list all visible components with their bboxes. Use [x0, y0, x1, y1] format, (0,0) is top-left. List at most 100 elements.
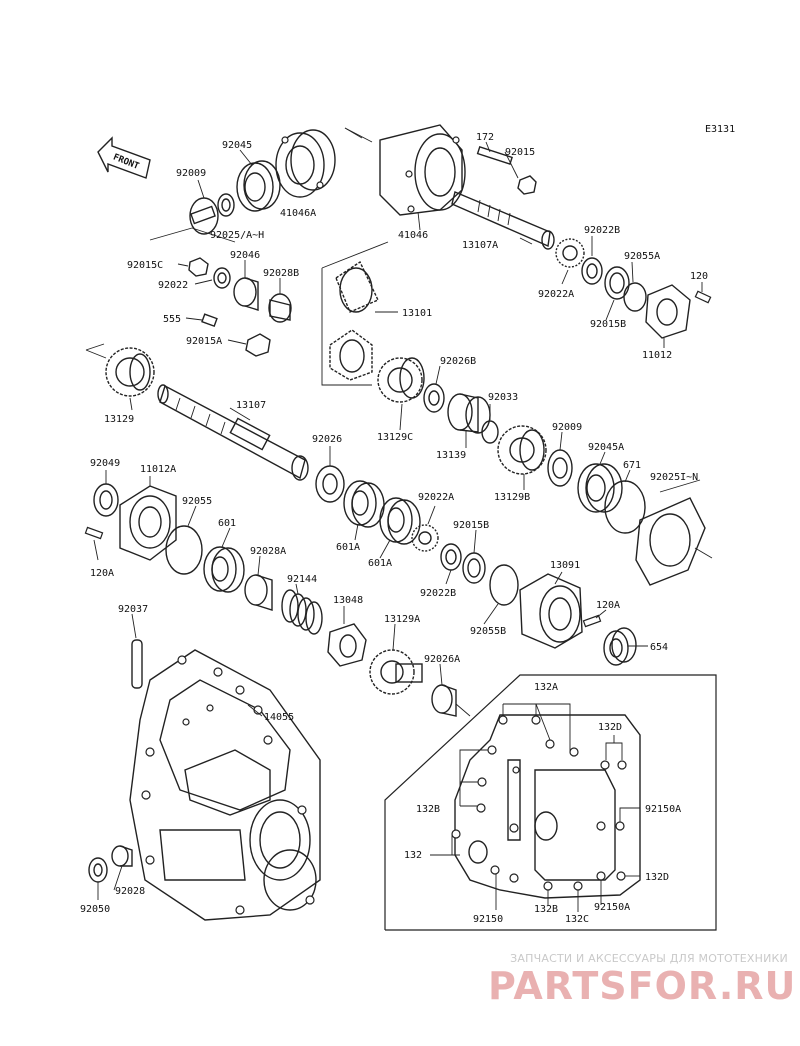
label-132a: 132A: [534, 682, 558, 693]
label-13091: 13091: [550, 560, 580, 571]
part-bearing-92045: [236, 160, 281, 212]
label-120a-left: 120A: [90, 568, 114, 579]
part-bushing-13139: [447, 393, 491, 434]
label-13129a: 13129A: [384, 614, 420, 625]
part-cover-11012a: [119, 485, 177, 561]
diagram-code: E3131: [705, 124, 735, 135]
label-92033: 92033: [488, 392, 518, 403]
part-collar-92028: [111, 845, 133, 867]
part-washer-92026b: [423, 383, 445, 413]
label-92055: 92055: [182, 496, 212, 507]
label-92022b-mid: 92022B: [420, 588, 456, 599]
part-stud-172: [476, 146, 513, 165]
inset-cover-detail: [384, 674, 717, 931]
label-41046: 41046: [398, 230, 428, 241]
label-671: 671: [623, 460, 641, 471]
part-labels: 172 92015 92045 92009 41046A 92025/A~H 4…: [80, 132, 708, 925]
part-gear-92022a-top: [555, 238, 585, 268]
label-92025i: 92025I~N: [650, 472, 698, 483]
label-92026: 92026: [312, 434, 342, 445]
label-92045: 92045: [222, 140, 252, 151]
label-601: 601: [218, 518, 236, 529]
label-555: 555: [163, 314, 181, 325]
part-oring-92055a: [623, 282, 647, 312]
label-92015a: 92015A: [186, 336, 222, 347]
label-92009-mid: 92009: [552, 422, 582, 433]
part-seal-92015b-top: [604, 266, 630, 300]
label-654: 654: [650, 642, 668, 653]
part-housing-41046: [379, 124, 466, 216]
label-92055b: 92055B: [470, 626, 506, 637]
part-cover-11012: [645, 284, 691, 339]
part-bevel-gear-13101: [329, 260, 379, 381]
label-92022a-mid: 92022A: [418, 492, 454, 503]
label-132d-top: 132D: [598, 722, 622, 733]
part-collar-92046: [233, 277, 259, 311]
label-14055: 14055: [264, 712, 294, 723]
label-92015c: 92015C: [127, 260, 163, 271]
part-bearing-601a-2: [379, 497, 421, 545]
part-gearcase-14055: [129, 649, 321, 921]
label-13107: 13107: [236, 400, 266, 411]
label-92045a: 92045A: [588, 442, 624, 453]
part-washer-92022: [213, 267, 231, 289]
part-bushing-92050: [88, 857, 108, 883]
part-nut-92015c: [188, 257, 209, 277]
part-gear-13129a: [369, 649, 423, 695]
label-92022: 92022: [158, 280, 188, 291]
part-collar-92026: [315, 465, 345, 503]
label-92150a-2: 92150A: [594, 902, 630, 913]
label-92055a: 92055A: [624, 251, 660, 262]
label-92144: 92144: [287, 574, 317, 585]
part-spring-92144: [281, 589, 323, 635]
label-92150: 92150: [473, 914, 503, 925]
part-gasket-92025i: [635, 497, 706, 586]
label-92009-top: 92009: [176, 168, 206, 179]
label-13107a: 13107A: [462, 240, 498, 251]
part-gear-92022a-mid: [411, 524, 439, 552]
part-bearing-601a-1: [343, 480, 385, 528]
part-bolt-120a-left: [84, 526, 104, 540]
part-gear-13129c: [377, 357, 425, 403]
label-601a-2: 601A: [368, 558, 392, 569]
label-13048: 13048: [333, 595, 363, 606]
label-13129: 13129: [104, 414, 134, 425]
front-arrow-icon: FRONT: [97, 136, 151, 179]
part-ring-92025: [217, 193, 235, 217]
label-13101: 13101: [402, 308, 432, 319]
part-bearing-92045a: [577, 463, 623, 513]
label-41046a: 41046A: [280, 208, 316, 219]
label-92026a: 92026A: [424, 654, 460, 665]
part-shaft-13107a: [451, 191, 555, 250]
part-nut-92015: [517, 175, 537, 195]
label-120a-right: 120A: [596, 600, 620, 611]
label-11012: 11012: [642, 350, 672, 361]
label-92022a-top: 92022A: [538, 289, 574, 300]
part-oring-92055b: [489, 564, 519, 606]
part-nut-92015a: [245, 333, 271, 357]
part-seal-92015b-mid: [462, 552, 486, 584]
label-92015b-top: 92015B: [590, 319, 626, 330]
label-13139: 13139: [436, 450, 466, 461]
part-circlip-92033: [481, 420, 499, 444]
label-92028: 92028: [115, 886, 145, 897]
leader-lines: [93, 141, 703, 900]
label-92015b-mid: 92015B: [453, 520, 489, 531]
label-92022b-top: 92022B: [584, 225, 620, 236]
label-92050: 92050: [80, 904, 110, 915]
label-120-top: 120: [690, 271, 708, 282]
part-seal-92009-mid: [547, 449, 573, 487]
watermark-subtitle: ЗАПЧАСТИ И АКСЕССУАРЫ ДЛЯ МОТОТЕХНИКИ: [510, 952, 788, 965]
label-92028b: 92028B: [263, 268, 299, 279]
part-housing-41046a: [275, 129, 336, 198]
label-92015: 92015: [505, 147, 535, 158]
part-seal-92049: [93, 483, 119, 517]
label-132b-1: 132B: [416, 804, 440, 815]
part-gear-13129b: [497, 425, 547, 475]
label-92037: 92037: [118, 604, 148, 615]
part-collar-92028b: [268, 293, 292, 323]
label-132d-bot: 132D: [645, 872, 669, 883]
part-washer-92022b-top: [581, 257, 603, 285]
label-92049: 92049: [90, 458, 120, 469]
